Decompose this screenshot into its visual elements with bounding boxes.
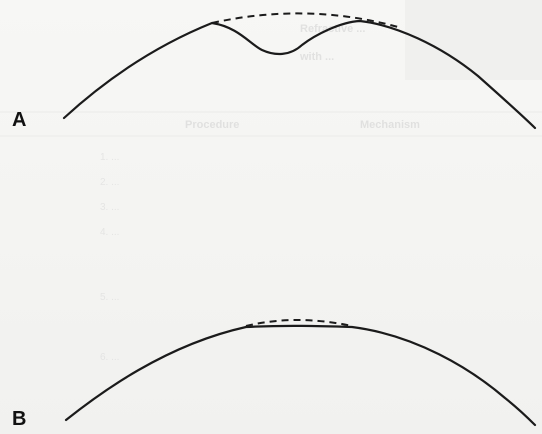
panel-label-b: B [12,408,26,430]
bleed-row: 3. ... [100,202,119,213]
bleed-column-2: Mechanism [360,119,420,131]
bleed-header-block [405,0,542,80]
bleed-row: 1. ... [100,152,119,163]
corneal-profile-b [66,326,535,425]
bleed-row: 5. ... [100,292,119,303]
bleed-through: Refractive ... with ... Procedure Mechan… [0,0,542,363]
bleed-row: 4. ... [100,227,119,238]
bleed-column-1: Procedure [185,119,239,131]
bleed-row: 6. ... [100,352,119,363]
bleed-header-line-2: with ... [299,51,334,63]
bleed-row: 2. ... [100,177,119,188]
bleed-header-line-1: Refractive ... [300,23,365,35]
panel-b: B [12,320,535,430]
panel-label-a: A [12,109,26,131]
